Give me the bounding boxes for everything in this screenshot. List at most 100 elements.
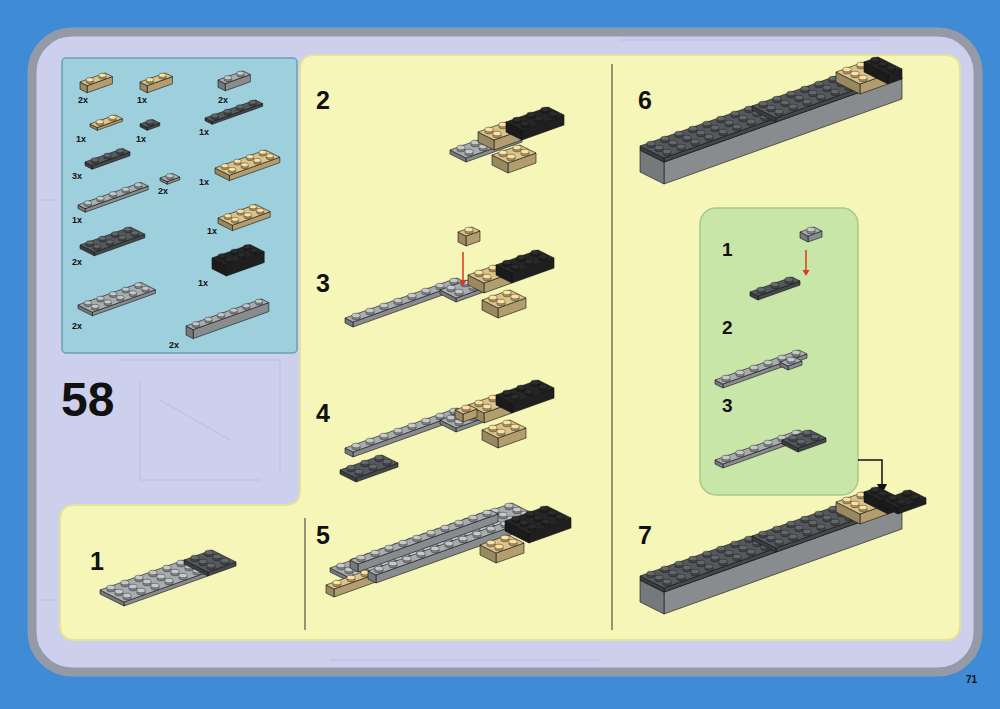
stud-top [91,304,99,308]
stud [513,145,521,152]
stud [691,139,699,146]
stud-top [146,120,154,124]
stud [457,145,465,152]
stud [337,563,345,570]
stud [871,487,879,494]
brick-face [506,107,564,130]
stud [503,260,511,267]
subassembly-box [700,208,858,495]
stud-top [843,497,851,502]
stud-top [795,95,803,100]
stud [801,86,809,93]
stud [205,550,213,557]
stud-top [535,116,543,121]
brick [800,227,822,242]
stud-top [163,565,171,570]
stud [231,217,239,223]
brick-face [458,227,480,236]
stud-top [493,131,501,136]
stud-top [539,384,547,389]
stud [501,535,509,542]
parts-list-panel: 2x1x2x1x1x1x3x2x1x1x1x2x1x2x2x [62,58,297,354]
stud-top [221,558,229,563]
brick-face [864,57,902,74]
stud [207,563,215,570]
part-quantity: 2x [78,96,88,105]
stud [499,512,507,519]
stud [86,241,94,247]
stud [507,154,515,161]
stud [91,304,99,310]
stud-top [408,423,416,428]
stud-top [483,510,491,515]
stud [792,350,800,357]
stud-top [137,588,145,593]
brick [160,174,180,185]
stud-top [207,563,215,568]
stud [224,214,232,220]
stud-top [773,526,781,531]
brick-face [715,350,807,384]
stud [859,75,867,82]
stud-top [455,520,463,525]
stud [192,322,200,328]
stud [689,556,697,563]
stud-top [517,255,525,260]
brick [218,71,250,91]
stud [499,150,507,157]
stud-top [135,575,143,580]
stud-top [441,525,449,530]
stud-top [179,573,187,578]
card [32,32,978,672]
stud-top [771,282,779,287]
stud-top [911,494,919,499]
stud [815,81,823,88]
stud [91,158,99,164]
stud [445,541,453,548]
stud-top [717,546,725,551]
stud-top [677,144,685,149]
stud-top [422,418,430,423]
stud-top [371,550,379,555]
stud [513,117,521,124]
stud [408,293,416,300]
stud-top [513,145,521,150]
stud [403,556,411,563]
stud [725,120,733,127]
stud-top [347,575,355,580]
stud [427,530,435,537]
stud-top [556,514,564,519]
stud [383,459,391,466]
stud-top [436,413,444,418]
stud-top [499,150,507,155]
stud-top [691,569,699,574]
stud-top [352,443,360,448]
stud-top [831,89,839,94]
stud [129,584,137,591]
stud [843,67,851,74]
stud-top [266,154,274,158]
brick-face [353,412,465,457]
stud-top [259,150,267,154]
stud [106,240,114,246]
brick-face [664,77,902,184]
stud-top [731,111,739,116]
stud-top [781,530,789,535]
stud-top [475,400,483,405]
stud-top [249,100,257,104]
stud [722,375,730,382]
stud-top [91,158,99,162]
stud [369,464,377,471]
stud-top [230,308,238,312]
stud [199,559,207,566]
stud-top [511,394,519,399]
stud [540,506,548,513]
stud [225,257,233,263]
stud [473,531,481,538]
stud [803,99,811,106]
stud-top [803,430,811,435]
stud-top [683,565,691,570]
stud [526,511,534,518]
stud [487,526,495,533]
stud-top [475,270,483,275]
